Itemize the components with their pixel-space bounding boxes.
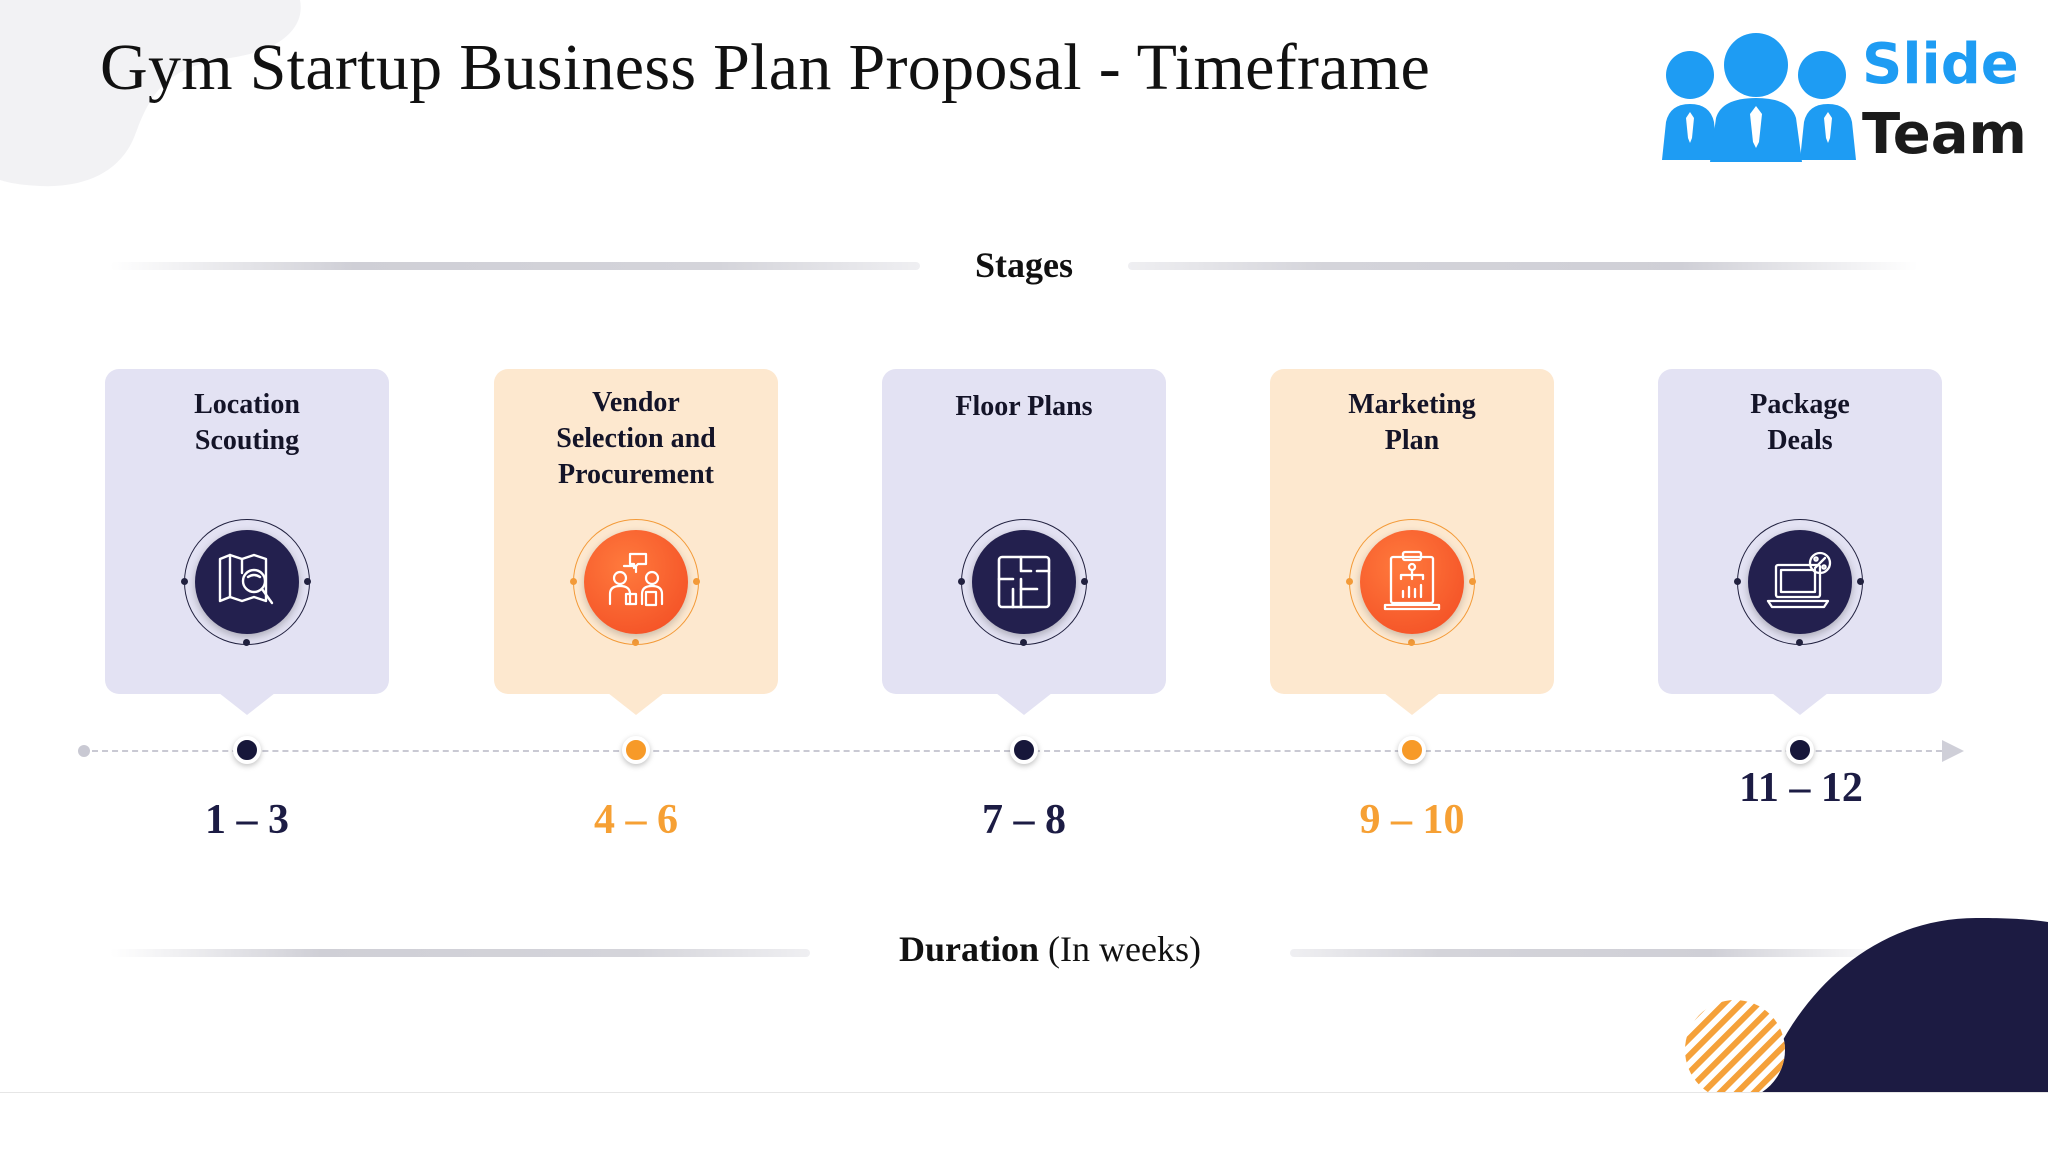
- stage-duration: 9 – 10: [1359, 797, 1465, 843]
- stage-icon-wrap: [958, 519, 1088, 646]
- stage-icon-wrap: [181, 519, 311, 646]
- card-pointer: [996, 693, 1052, 715]
- stage-card-floor-plans: Floor Plans: [882, 369, 1166, 694]
- stage-duration: 7 – 8: [982, 797, 1066, 843]
- stages-rule-right: [1128, 262, 1918, 270]
- card-pointer: [219, 693, 275, 715]
- timeline-start-dot: [78, 745, 90, 757]
- card-pointer: [608, 693, 664, 715]
- timeline-marker: [622, 736, 650, 764]
- timeline-marker: [233, 736, 261, 764]
- timeline-marker: [1786, 736, 1814, 764]
- stage-icon-wrap: [1734, 519, 1864, 646]
- slideteam-logo: Slide Team: [1662, 30, 2027, 167]
- timeline-marker: [1010, 736, 1038, 764]
- card-pointer: [1772, 693, 1828, 715]
- floor-plan-icon: [997, 555, 1051, 609]
- stage-label: Floor Plans: [955, 391, 1093, 422]
- stage-icon-wrap: [1346, 519, 1476, 646]
- stage-duration: 11 – 12: [1739, 765, 1863, 811]
- duration-heading: Duration (In weeks): [899, 929, 1201, 969]
- duration-rule-left: [110, 949, 810, 957]
- stages-heading: Stages: [975, 245, 1073, 285]
- timeline-marker: [1398, 736, 1426, 764]
- page-title: Gym Startup Business Plan Proposal - Tim…: [100, 31, 1431, 104]
- duration-rule-right: [1290, 949, 1890, 957]
- stage-duration: 4 – 6: [594, 797, 678, 843]
- card-pointer: [1384, 693, 1440, 715]
- timeline-arrow-icon: [1942, 740, 1964, 762]
- marketing-plan-icon: [1383, 550, 1441, 611]
- package-deals-icon: [1766, 551, 1832, 609]
- logo-text-slide: Slide: [1862, 32, 2019, 97]
- stage-icon-wrap: [570, 519, 700, 646]
- corner-blob-decoration: [0, 0, 301, 187]
- vendor-procurement-icon: [608, 552, 664, 607]
- location-scouting-icon: [218, 553, 274, 605]
- logo-text-team: Team: [1862, 102, 2027, 167]
- people-logo-icon: [1662, 33, 1856, 162]
- stage-duration: 1 – 3: [205, 797, 289, 843]
- bottom-strip: [0, 1092, 2048, 1152]
- stages-rule-left: [110, 262, 920, 270]
